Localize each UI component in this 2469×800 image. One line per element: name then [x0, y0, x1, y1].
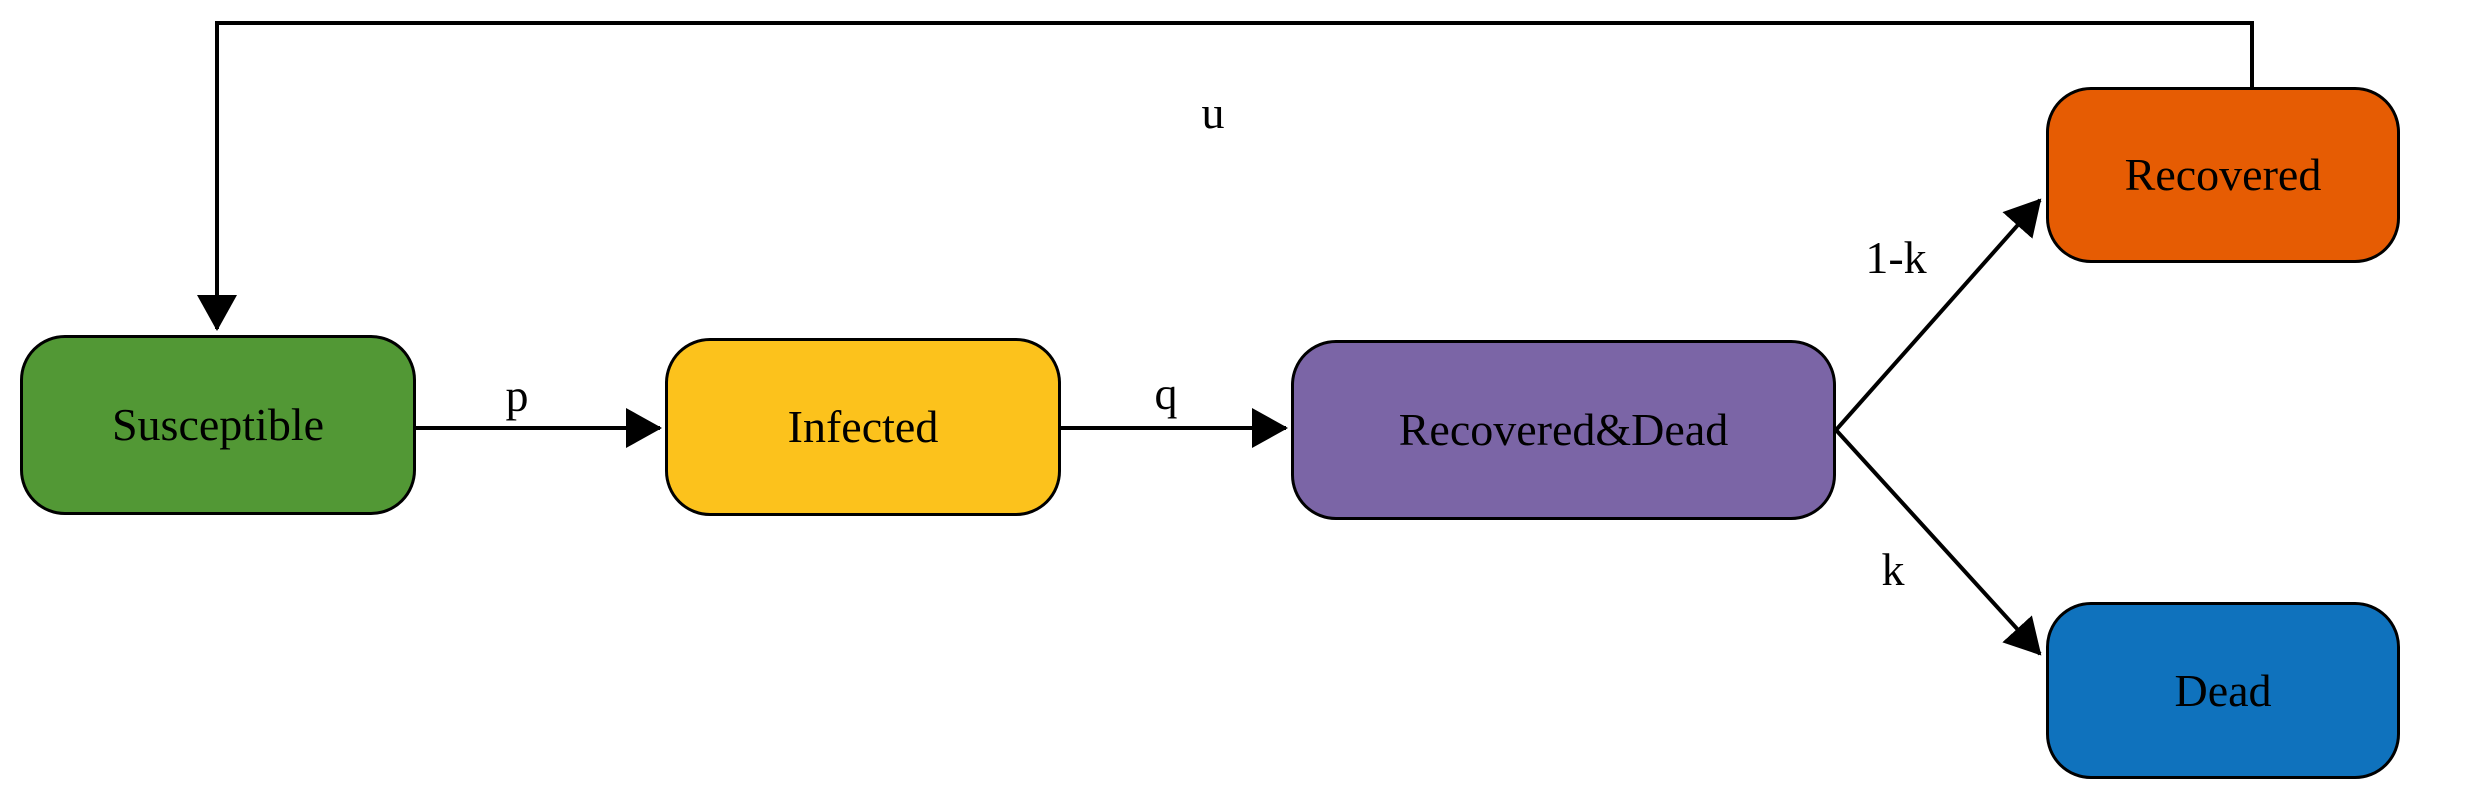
node-recovered-dead-label: Recovered&Dead: [1398, 404, 1729, 455]
edge-label-1-k: 1-k: [1865, 232, 1927, 283]
node-infected: Infected: [665, 338, 1061, 516]
edge-label-q: q: [1154, 368, 1178, 419]
edge-label-k: k: [1881, 544, 1905, 595]
node-dead-label: Dead: [2174, 664, 2272, 716]
edge-recovered-dead-recovered: [1834, 198, 2042, 432]
node-recovered: Recovered: [2046, 87, 2400, 263]
node-dead: Dead: [2046, 602, 2400, 779]
edge-label-u: u: [1201, 87, 1225, 138]
node-infected-label: Infected: [787, 401, 939, 452]
node-susceptible: Susceptible: [20, 335, 416, 515]
edge-label-p: p: [505, 370, 529, 421]
node-recovered-label: Recovered: [2124, 149, 2322, 200]
node-recovered-dead: Recovered&Dead: [1291, 340, 1836, 520]
edge-recovered-dead-dead: [1834, 428, 2042, 656]
node-susceptible-label: Susceptible: [111, 399, 325, 450]
edge-recovered-susceptible-loop: [197, 21, 2254, 331]
